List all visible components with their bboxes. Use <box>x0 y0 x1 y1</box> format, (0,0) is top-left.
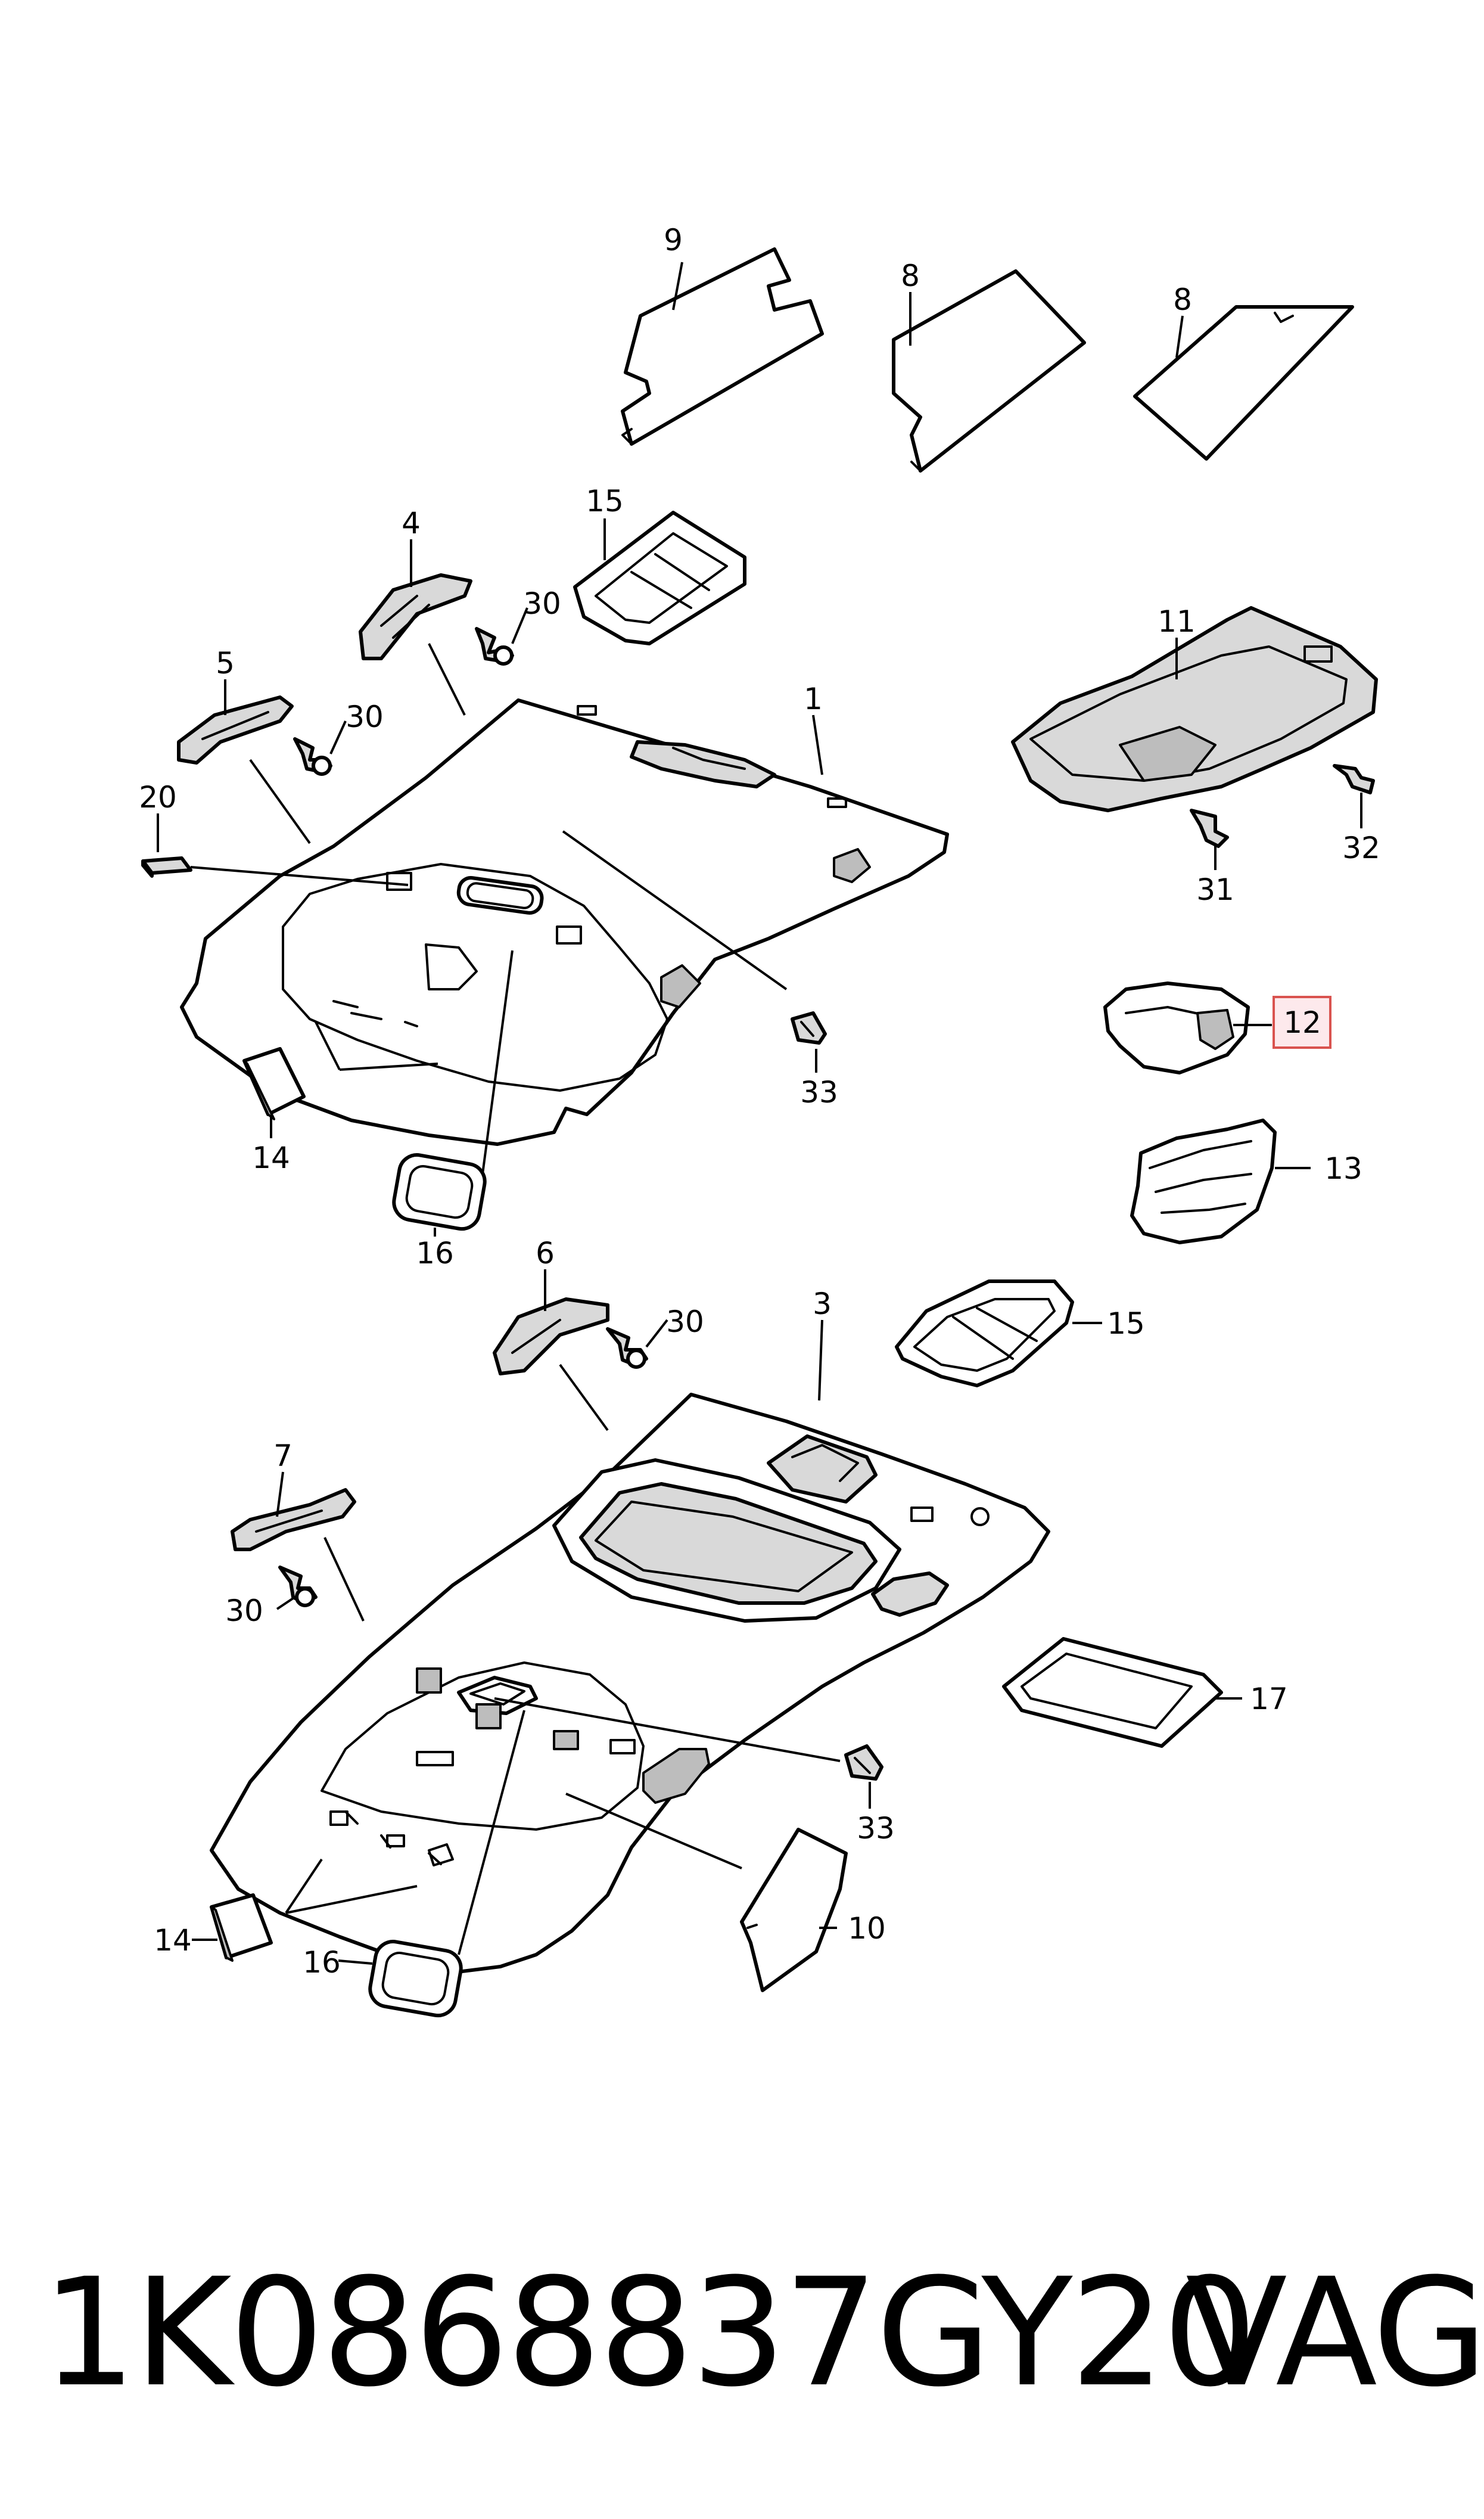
screw-32 <box>1333 764 1375 828</box>
console-frame-15-upper <box>573 511 746 645</box>
insulation-mat-9 <box>621 247 824 446</box>
console-11 <box>1011 606 1378 812</box>
callout-12: 12 <box>1283 1005 1321 1040</box>
callout-3: 3 <box>813 1287 832 1321</box>
callout-14-lower: 14 <box>154 1923 192 1958</box>
callout-6: 6 <box>536 1236 555 1271</box>
seal-16-lower <box>338 1710 525 2018</box>
callout-1: 1 <box>804 682 823 716</box>
insulation-mat-8-left <box>892 269 1086 473</box>
screw-30-lower-a <box>606 1319 668 1369</box>
callout-15-upper: 15 <box>586 484 624 518</box>
callout-16-lower: 16 <box>303 1945 341 1980</box>
callout-20: 20 <box>139 780 177 815</box>
callout-8-left: 8 <box>901 259 920 293</box>
callout-15-lower: 15 <box>1107 1306 1145 1341</box>
cover-12 <box>1103 981 1272 1074</box>
clip-20 <box>141 813 409 886</box>
callout-12-highlight <box>1273 996 1331 1049</box>
console-frame-15-lower <box>895 1279 1102 1387</box>
grab-handle-5 <box>177 679 311 844</box>
callout-labels: 9 8 8 15 4 30 5 30 1 20 14 16 33 11 31 3… <box>139 223 1380 1980</box>
clip-33-lower <box>494 1697 883 1809</box>
callout-17: 17 <box>1250 1682 1288 1716</box>
clip-33-upper <box>562 830 827 1073</box>
callout-32: 32 <box>1342 831 1380 865</box>
callout-33-upper: 33 <box>800 1075 838 1110</box>
callout-14-upper: 14 <box>252 1141 290 1175</box>
grab-handle-4 <box>359 539 472 716</box>
headliner-1 <box>180 698 949 1146</box>
callout-8-right: 8 <box>1173 282 1192 317</box>
callout-30-lower-a: 30 <box>666 1304 704 1339</box>
pad-14-upper <box>242 1021 438 1138</box>
callout-16-upper: 16 <box>416 1236 454 1271</box>
part-number: 1K0868837GY20 <box>42 2246 1258 2419</box>
screw-30-upper-a <box>475 607 528 666</box>
seal-17 <box>1002 1637 1242 1748</box>
insulation-mat-8-right <box>1133 305 1354 461</box>
callout-30-upper-a: 30 <box>523 586 561 621</box>
callout-31: 31 <box>1196 872 1234 907</box>
brand-name: VAG <box>1186 2246 1484 2419</box>
callout-13: 13 <box>1324 1151 1362 1186</box>
callout-7: 7 <box>273 1439 293 1473</box>
mat-10 <box>565 1793 848 1992</box>
callout-4: 4 <box>402 506 421 541</box>
grab-handle-7 <box>231 1471 365 1622</box>
headliner-3 <box>210 1319 1050 1974</box>
callout-9: 9 <box>664 223 683 257</box>
seal-16-upper <box>392 950 514 1237</box>
screw-30-upper-b <box>293 720 347 776</box>
screw-30-lower-b <box>276 1566 318 1610</box>
callout-11: 11 <box>1158 604 1196 639</box>
pad-14-lower <box>192 1858 418 1962</box>
screw-31 <box>1190 809 1229 870</box>
callout-10: 10 <box>848 1911 886 1946</box>
callout-5: 5 <box>216 646 235 681</box>
callout-33-lower: 33 <box>857 1811 895 1846</box>
cover-13 <box>1130 1119 1311 1244</box>
callout-30-lower-b: 30 <box>225 1594 263 1628</box>
callout-30-upper-b: 30 <box>346 700 384 734</box>
grab-handle-6 <box>493 1269 609 1431</box>
